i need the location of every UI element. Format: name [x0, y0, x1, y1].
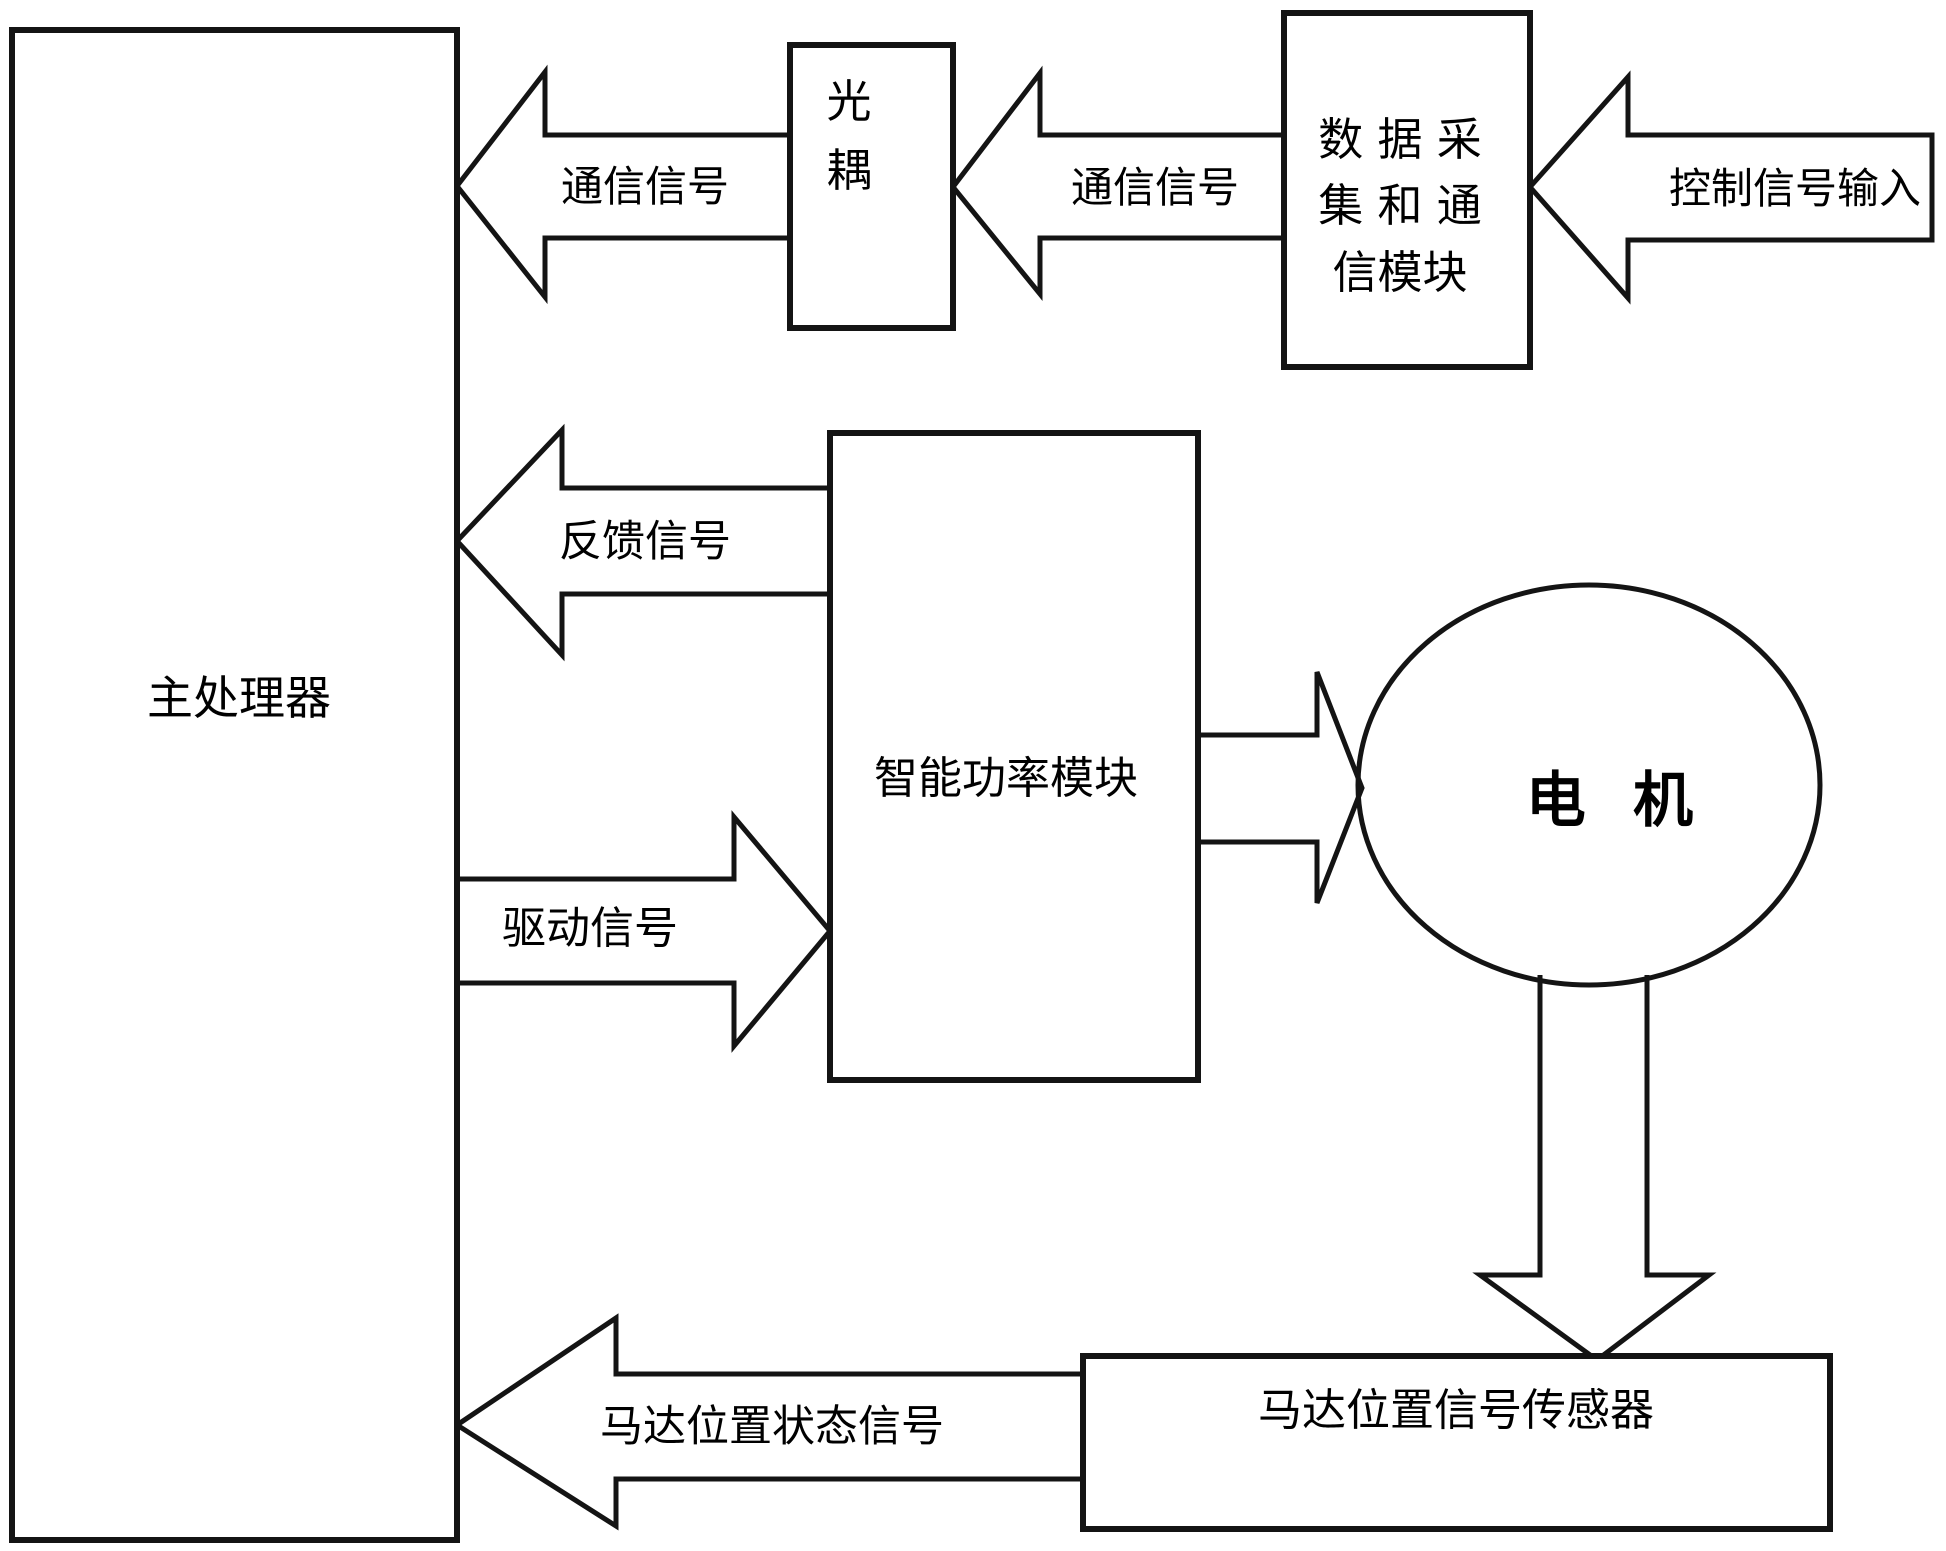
daq-comm-module-label-line2: 集 和 通: [1318, 179, 1482, 232]
motor-to-sensor-arrow: [1472, 975, 1717, 1364]
intelligent-power-module-box: [827, 430, 1201, 1083]
intelligent-power-module-label: 智能功率模块: [874, 753, 1138, 804]
motor-label: 电 机: [1526, 766, 1707, 836]
optocoupler-box: [787, 42, 956, 331]
daq-comm-module-label-line1: 数 据 采: [1318, 113, 1482, 166]
main-processor-box: [9, 27, 460, 1543]
drive-signal-label: 驱动信号: [502, 903, 678, 954]
feedback-signal-label: 反馈信号: [559, 517, 731, 567]
motor-position-sensor-box: [1080, 1353, 1833, 1532]
optocoupler-label-line1: 光: [826, 75, 871, 128]
optocoupler-label-line2: 耦: [826, 144, 871, 197]
daq-comm-module-label-line3: 信模块: [1332, 246, 1467, 299]
comm-signal-label-left: 通信信号: [561, 162, 729, 211]
control-signal-input-arrow: [1526, 70, 1935, 305]
comm-signal-label-right: 通信信号: [1071, 163, 1239, 212]
position-status-signal-label: 马达位置状态信号: [600, 1402, 944, 1452]
motor-circle: [1355, 582, 1823, 988]
motor-position-sensor-label: 马达位置信号传感器: [1258, 1385, 1654, 1436]
control-signal-input-label: 控制信号输入: [1669, 164, 1921, 213]
main-processor-label: 主处理器: [147, 671, 331, 725]
daq-comm-module-box: [1281, 10, 1533, 370]
power-to-motor-arrow: [1195, 671, 1365, 904]
